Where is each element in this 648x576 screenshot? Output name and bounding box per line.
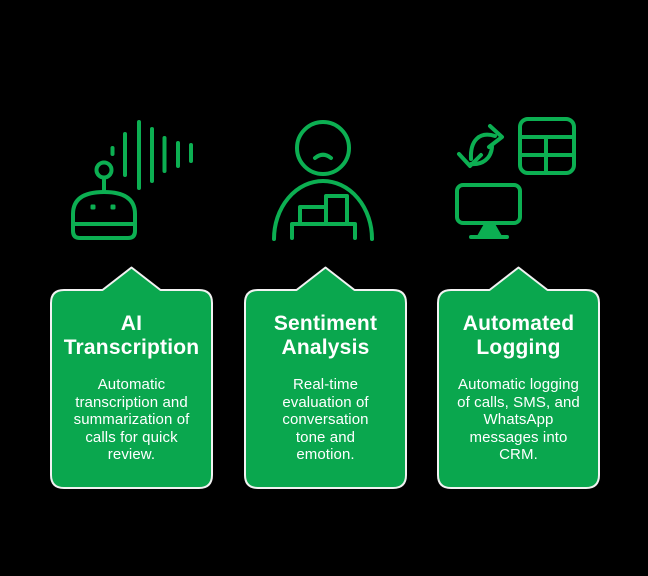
card-bubble-shape	[437, 266, 600, 489]
card-content: Sentiment Analysis Real-time evaluation …	[251, 290, 400, 482]
voice-waves	[110, 120, 193, 190]
feature-title: Automated Logging	[462, 312, 575, 359]
card-content: AI Transcription Automatic transcription…	[57, 290, 206, 482]
crm-table	[518, 117, 576, 175]
feature-title: AI Transcription	[63, 312, 200, 359]
feature-description: Automatic transcription and summarizatio…	[73, 376, 190, 463]
feature-card-automated-logging: Automated Logging Automatic logging of c…	[436, 265, 601, 490]
robot-head	[71, 160, 137, 240]
card-bubble-shape	[50, 266, 213, 489]
card-bubble-shape	[244, 266, 407, 489]
feature-description: Real-time evaluation of conversation ton…	[282, 376, 369, 463]
feature-card-ai-transcription: AI Transcription Automatic transcription…	[49, 265, 214, 490]
feature-description: Automatic logging of calls, SMS, and Wha…	[457, 376, 580, 463]
person-sentiment-chart-icon	[272, 120, 374, 241]
sentiment-bar-chart	[290, 194, 357, 240]
person-figure	[272, 120, 374, 241]
feature-card-sentiment-analysis: Sentiment Analysis Real-time evaluation …	[243, 265, 408, 490]
robot-voice-waves-icon	[71, 120, 193, 240]
monitor	[455, 183, 522, 239]
feature-title: Sentiment Analysis	[273, 312, 378, 359]
sync-arrows	[457, 124, 504, 168]
card-content: Automated Logging Automatic logging of c…	[444, 290, 593, 482]
sync-database-monitor-icon	[455, 117, 576, 239]
